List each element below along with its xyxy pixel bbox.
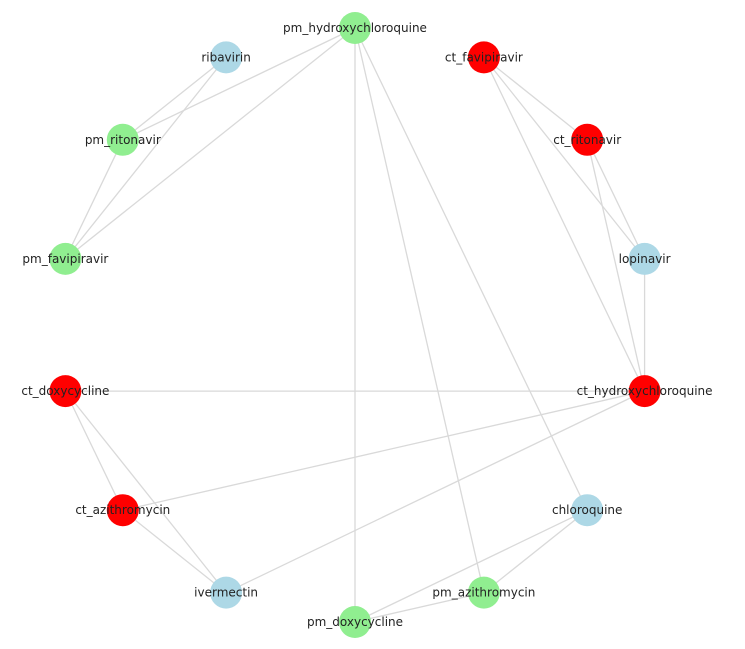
edge-pm_hydroxychloroquine-pm_favipiravir — [64, 27, 356, 260]
edge-ct_favipiravir-lopinavir — [483, 56, 646, 260]
edge-ct_doxycycline-ct_azithromycin — [64, 390, 124, 511]
node-lopinavir — [628, 242, 661, 275]
node-pm_hydroxychloroquine — [339, 12, 371, 44]
node-ct_favipiravir — [467, 41, 500, 74]
node-chloroquine — [571, 494, 604, 527]
edge-ct_azithromycin-ivermectin — [122, 509, 227, 594]
edge-pm_hydroxychloroquine-pm_ritonavir — [122, 27, 356, 141]
edge-ct_hydroxychloroquine-ivermectin — [225, 390, 645, 594]
node-pm_favipiravir — [49, 242, 82, 275]
edges-layer — [64, 27, 646, 623]
node-label-ct_doxycycline: ct_doxycycline — [21, 384, 109, 398]
node-label-pm_ritonavir: pm_ritonavir — [85, 133, 161, 147]
node-label-pm_azithromycin: pm_azithromycin — [432, 586, 535, 600]
edge-ct_favipiravir-ct_hydroxychloroquine — [483, 57, 646, 392]
nodes-layer — [49, 12, 661, 638]
node-label-pm_favipiravir: pm_favipiravir — [22, 252, 108, 266]
edge-pm_hydroxychloroquine-pm_azithromycin — [354, 27, 485, 593]
node-pm_doxycycline — [339, 606, 371, 638]
node-pm_azithromycin — [467, 576, 500, 609]
edge-ribavirin-pm_favipiravir — [64, 56, 227, 260]
node-label-ivermectin: ivermectin — [194, 586, 258, 600]
node-label-ct_azithromycin: ct_azithromycin — [75, 503, 170, 517]
node-label-chloroquine: chloroquine — [552, 503, 622, 517]
node-pm_ritonavir — [106, 123, 139, 156]
edge-pm_ritonavir-pm_favipiravir — [64, 139, 124, 260]
node-label-lopinavir: lopinavir — [619, 252, 671, 266]
node-label-ct_ritonavir: ct_ritonavir — [553, 133, 621, 147]
edge-ct_doxycycline-ivermectin — [64, 390, 227, 594]
edge-ct_ritonavir-ct_hydroxychloroquine — [586, 139, 646, 392]
node-label-ribavirin: ribavirin — [201, 50, 251, 64]
edge-ct_hydroxychloroquine-ct_azithromycin — [122, 390, 645, 511]
labels-layer: pm_hydroxychloroquine ct_favipiravir ct_ri… — [21, 21, 712, 629]
edge-ct_favipiravir-ct_ritonavir — [483, 56, 588, 141]
node-ct_ritonavir — [571, 123, 604, 156]
edge-chloroquine-pm_azithromycin — [483, 509, 588, 594]
node-ribavirin — [210, 41, 243, 74]
node-ivermectin — [210, 576, 243, 609]
edge-pm_azithromycin-pm_doxycycline — [354, 591, 485, 623]
node-ct_doxycycline — [49, 375, 82, 408]
edge-pm_hydroxychloroquine-chloroquine — [354, 27, 588, 511]
node-label-pm_doxycycline: pm_doxycycline — [307, 615, 403, 629]
node-ct_hydroxychloroquine — [628, 375, 661, 408]
node-ct_azithromycin — [106, 494, 139, 527]
edge-ribavirin-pm_ritonavir — [122, 56, 227, 141]
node-label-ct_hydroxychloroquine: ct_hydroxychloroquine — [577, 384, 713, 398]
node-label-ct_favipiravir: ct_favipiravir — [445, 50, 523, 64]
edge-chloroquine-pm_doxycycline — [354, 509, 588, 623]
edge-ct_ritonavir-lopinavir — [586, 139, 646, 260]
node-label-pm_hydroxychloroquine: pm_hydroxychloroquine — [283, 21, 427, 35]
